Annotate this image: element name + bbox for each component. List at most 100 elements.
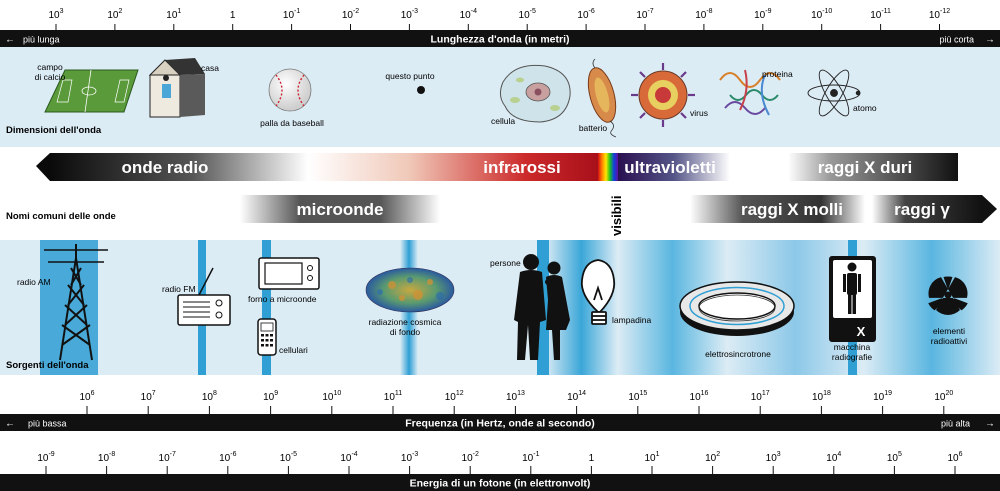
label-campo-1: campo <box>37 62 63 72</box>
wavelength-title: Lunghezza d'onda (in metri) <box>431 34 570 46</box>
frequency-tick-exponent: 14 <box>578 390 586 397</box>
names-title: Nomi comuni delle onde <box>6 211 116 222</box>
label-punto: questo punto <box>385 71 434 81</box>
wavelength-tick-label: 10-6 <box>577 8 594 21</box>
wavelength-tick-base: 10 <box>870 10 882 21</box>
energy-tick-label: 10-5 <box>280 451 297 464</box>
frequency-tick-exponent: 6 <box>91 390 95 397</box>
wavelength-tick-base: 10 <box>166 10 178 21</box>
frequency-tick-label: 1019 <box>873 390 892 403</box>
energy-tick-label: 102 <box>705 451 720 464</box>
energy-tick-exponent: 1 <box>656 451 660 458</box>
label-onde-radio: onde radio <box>122 158 209 177</box>
xray-machine-icon <box>829 256 876 342</box>
wavelength-left-label: più lunga <box>23 35 60 45</box>
energy-tick-base: 10 <box>522 453 534 464</box>
wavelength-tick-exponent: -7 <box>647 8 653 15</box>
energy-tick-exponent: -2 <box>473 451 479 458</box>
radio-tower-icon <box>44 244 108 361</box>
energy-tick-base: 10 <box>159 453 171 464</box>
label-casa: casa <box>201 63 219 73</box>
energy-tick-exponent: -9 <box>48 451 54 458</box>
hard-xray-bar <box>788 153 958 181</box>
wavelength-tick-exponent: -5 <box>530 8 536 15</box>
energy-tick-base: 10 <box>340 453 352 464</box>
wavelength-tick-label: 10-10 <box>811 8 832 21</box>
frequency-tick-base: 10 <box>384 392 396 403</box>
wavelength-tick-exponent: 1 <box>177 8 181 15</box>
energy-tick-base: 10 <box>705 453 717 464</box>
wavelength-tick-exponent: 3 <box>60 8 64 15</box>
frequency-tick-label: 1010 <box>322 390 341 403</box>
energy-tick-base: 10 <box>644 453 656 464</box>
energy-tick-exponent: 6 <box>959 451 963 458</box>
virus-icon <box>631 63 695 127</box>
label-macchina-1: macchina <box>834 342 871 352</box>
wavelength-tick-exponent: -1 <box>294 8 300 15</box>
label-raggi-gamma: raggi γ <box>894 200 950 219</box>
frequency-tick-exponent: 13 <box>517 390 525 397</box>
radiation-icon <box>928 276 968 315</box>
energy-tick-exponent: -1 <box>533 451 539 458</box>
synchrotron-icon <box>679 281 795 336</box>
cell-phone-icon <box>257 318 277 356</box>
wavelength-tick-label: 10-12 <box>929 8 950 21</box>
energy-tick-exponent: 2 <box>716 451 720 458</box>
wavelength-tick-label: 1 <box>230 10 236 21</box>
energy-tick-exponent: -3 <box>412 451 418 458</box>
ultraviolet-bar <box>618 153 730 181</box>
frequency-bar <box>0 414 1000 431</box>
label-lampadina: lampadina <box>612 315 651 325</box>
frequency-tick-base: 10 <box>506 392 518 403</box>
frequency-tick-exponent: 20 <box>945 390 953 397</box>
light-bulb-icon <box>580 259 616 325</box>
energy-tick-exponent: -8 <box>109 451 115 458</box>
energy-tick-exponent: 4 <box>837 451 841 458</box>
energy-tick-base: 10 <box>947 453 959 464</box>
label-raggi-x-molli: raggi X molli <box>741 200 843 219</box>
frequency-tick-base: 10 <box>628 392 640 403</box>
energy-tick-base: 10 <box>462 453 474 464</box>
label-forno: forno a microonde <box>248 294 317 304</box>
frequency-tick-base: 10 <box>202 392 214 403</box>
wavelength-tick-base: 10 <box>460 10 472 21</box>
frequency-tick-base: 10 <box>322 392 334 403</box>
visible-bar <box>598 153 618 181</box>
energy-tick-label: 10-1 <box>522 451 539 464</box>
energy-tick-label: 1 <box>589 453 595 464</box>
wavelength-tick-exponent: -11 <box>881 8 891 15</box>
frequency-tick-label: 107 <box>141 390 156 403</box>
energy-tick-base: 10 <box>766 453 778 464</box>
wavelength-tick-exponent: -3 <box>412 8 418 15</box>
label-cosmica-1: radiazione cosmica <box>369 317 442 327</box>
wave-names: onde radio infrarossi ultravioletti ragg… <box>6 153 997 236</box>
frequency-tick-label: 1013 <box>506 390 525 403</box>
sources-title: Sorgenti dell'onda <box>6 360 89 371</box>
frequency-tick-base: 10 <box>79 392 91 403</box>
frequency-tick-exponent: 10 <box>333 390 341 397</box>
wavelength-tick-base: 10 <box>401 10 413 21</box>
frequency-tick-label: 1020 <box>934 390 953 403</box>
wavelength-tick-label: 10-1 <box>283 8 300 21</box>
wavelength-tick-base: 10 <box>48 10 60 21</box>
label-campo-2: di calcio <box>35 72 66 82</box>
wavelength-tick-label: 103 <box>48 8 63 21</box>
gamma-arrow-head <box>982 195 997 223</box>
energy-tick-base: 10 <box>401 453 413 464</box>
wavelength-bar <box>0 30 1000 47</box>
label-radio-am: radio AM <box>17 277 51 287</box>
wavelength-right-label: più corta <box>939 35 974 45</box>
wavelength-tick-base: 10 <box>577 10 589 21</box>
wavelength-tick-label: 10-8 <box>695 8 712 21</box>
baseball-icon <box>268 68 312 112</box>
frequency-tick-label: 1016 <box>690 390 709 403</box>
wavelength-tick-exponent: -12 <box>940 8 950 15</box>
wavelength-tick-exponent: -6 <box>589 8 595 15</box>
wavelength-tick-exponent: 2 <box>119 8 123 15</box>
label-persone: persone <box>490 258 521 268</box>
frequency-tick-base: 10 <box>445 392 457 403</box>
label-elementi-1: elementi <box>933 326 965 336</box>
